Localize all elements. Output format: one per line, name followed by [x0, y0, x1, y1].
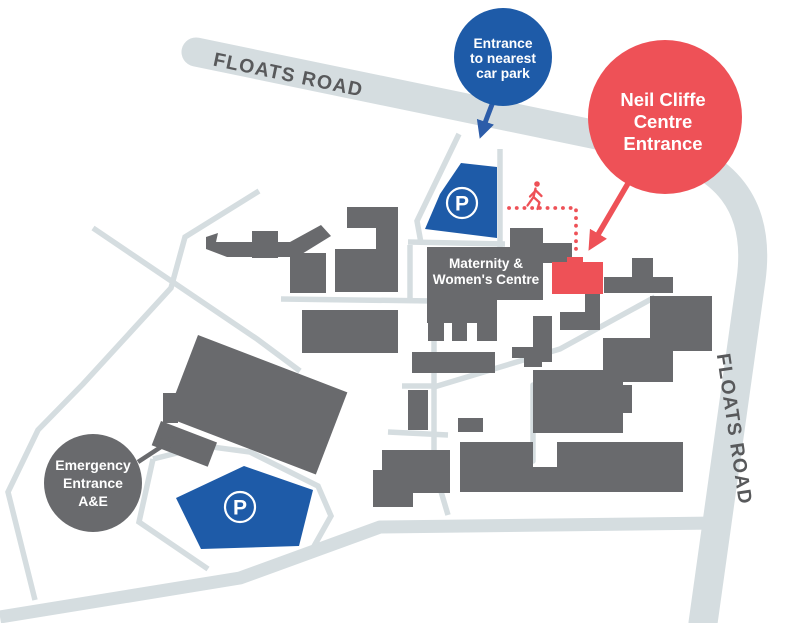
buildings-group [151, 207, 712, 507]
neil-cliffe-callout-circle [588, 40, 742, 194]
footpath [433, 294, 657, 390]
pedestrian-head [534, 181, 540, 187]
building [412, 352, 495, 373]
building [206, 225, 331, 257]
maternity-building [543, 243, 572, 263]
building [252, 231, 278, 258]
footpath [280, 296, 435, 304]
maternity-building [427, 300, 497, 323]
building [533, 370, 623, 433]
building [560, 293, 600, 330]
building [428, 323, 444, 341]
emergency-building [166, 335, 348, 475]
building [533, 316, 552, 362]
footpath [407, 239, 506, 247]
neil-cliffe-callout-text: Neil Cliffe [620, 89, 705, 110]
car-park-top [425, 163, 497, 238]
neil-cliffe-centre-building [567, 257, 583, 263]
neil-cliffe-callout: Neil Cliffe Centre Entrance [588, 40, 742, 194]
emergency-building [151, 421, 218, 467]
building [458, 418, 483, 432]
footpath [387, 429, 449, 438]
car-park-bottom [176, 466, 313, 549]
neil-cliffe-arrow [588, 178, 633, 251]
footpath [91, 225, 302, 374]
building [460, 442, 683, 492]
building [452, 323, 467, 341]
car-park-callout-circle [454, 8, 552, 106]
maternity-label-line: Women's Centre [433, 272, 540, 287]
car-park-callout-text: car park [476, 66, 530, 81]
pedestrian-arm [534, 189, 543, 198]
parking-icon: P [445, 186, 479, 220]
parking-icon-ring [445, 186, 479, 220]
car-park-callout-text: to nearest [470, 51, 536, 66]
neil-cliffe-callout-text: Entrance [623, 133, 702, 154]
bottom-road [0, 516, 718, 623]
building [290, 253, 326, 293]
carpark-driveway-edge [414, 132, 462, 244]
parking-icon: P [223, 490, 257, 524]
building [632, 258, 653, 277]
parking-icon-letter: P [455, 193, 469, 216]
parking-icon-letter: P [233, 497, 247, 520]
maternity-building [510, 228, 543, 248]
neil-cliffe-centre-building [552, 262, 603, 294]
emergency-callout: Emergency Entrance A&E [44, 434, 142, 532]
car-park-callout: Entrance to nearest car park [454, 8, 552, 106]
pedestrian-arm [528, 189, 537, 198]
pedestrian-icon [526, 181, 543, 211]
emergency-arrow [136, 436, 177, 464]
maternity-label-line: Maternity & [449, 256, 523, 271]
footpath [5, 188, 261, 601]
walking-route-dotted-path [507, 206, 578, 258]
parking-icon-ring [223, 490, 257, 524]
pedestrian-leg [526, 195, 535, 207]
emergency-building [163, 393, 178, 423]
pedestrian-leg [532, 195, 541, 211]
carpark-boundary [135, 458, 210, 572]
maternity-building [427, 247, 543, 300]
emergency-callout-circle [44, 434, 142, 532]
building [623, 385, 632, 413]
car-parks-group: P P [176, 163, 497, 549]
emergency-callout-text: Entrance [63, 475, 123, 491]
maternity-label: Maternity & Women's Centre [433, 256, 540, 287]
emergency-callout-text: A&E [78, 493, 108, 509]
building [302, 310, 398, 353]
car-park-callout-text: Entrance [473, 36, 532, 51]
building [604, 277, 673, 293]
building [408, 390, 428, 430]
emergency-callout-text: Emergency [55, 457, 131, 473]
neil-cliffe-callout-text: Centre [634, 111, 693, 132]
building [477, 323, 497, 341]
building [373, 450, 450, 507]
building [335, 207, 398, 292]
